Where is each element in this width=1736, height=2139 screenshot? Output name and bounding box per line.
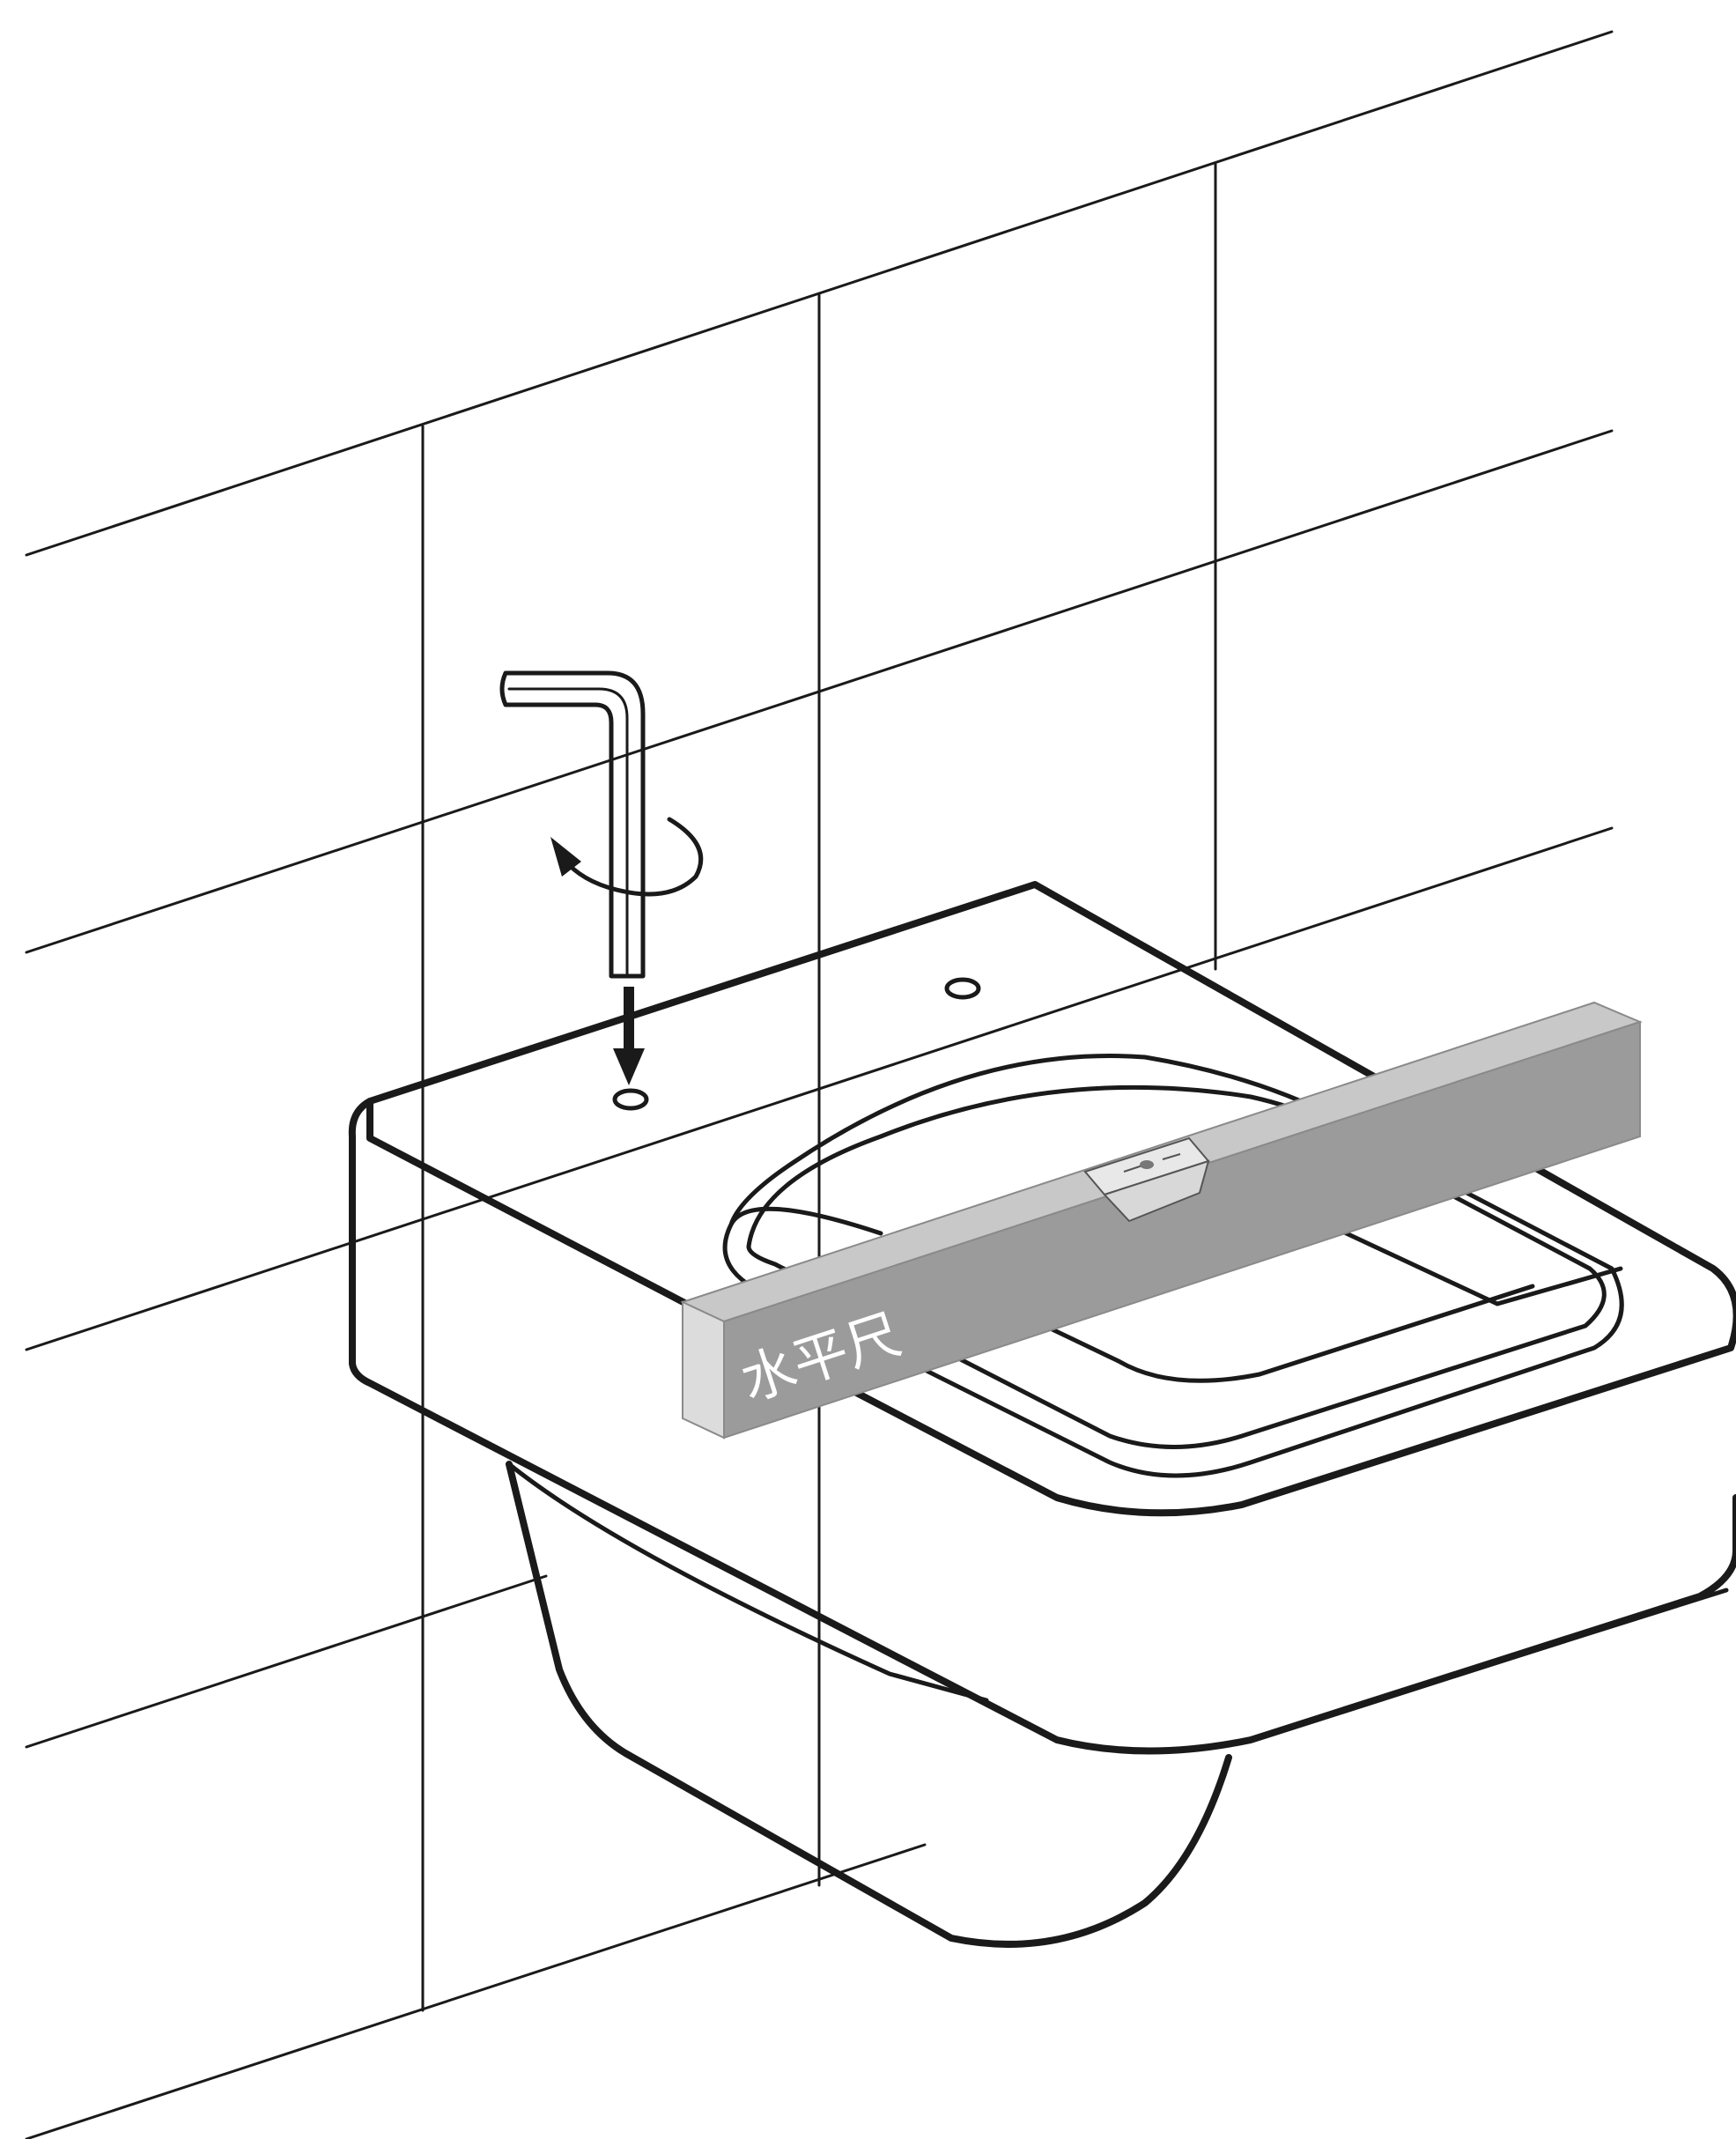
level-end-face bbox=[682, 1300, 725, 1440]
wall-tiles bbox=[25, 30, 1614, 2139]
down-arrow-icon bbox=[613, 987, 645, 1085]
spirit-bubble-icon bbox=[1083, 1136, 1210, 1223]
rotation-arrow-icon bbox=[550, 817, 704, 897]
toilet-bowl bbox=[506, 1461, 1232, 1948]
mounting-hole-left bbox=[612, 1088, 649, 1111]
hex-key-icon bbox=[499, 670, 646, 979]
toilet-seat bbox=[348, 881, 1736, 1755]
mounting-hole-right bbox=[944, 977, 981, 1000]
